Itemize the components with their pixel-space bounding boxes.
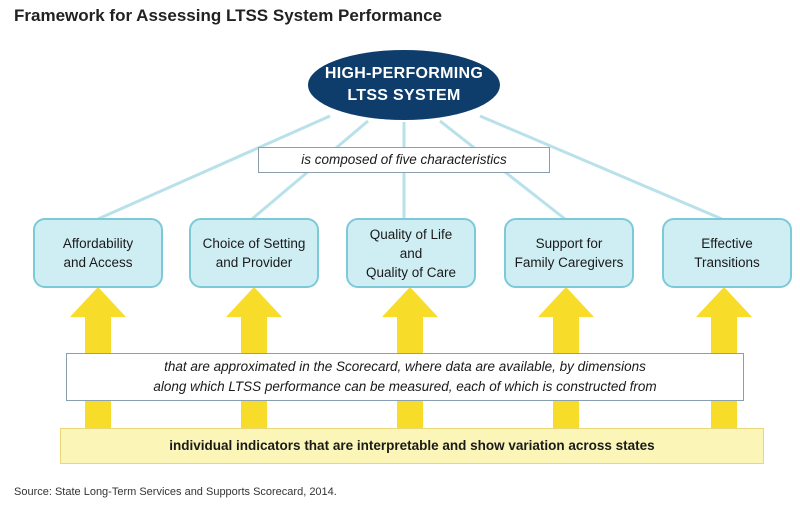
characteristic-quality-life-care: Quality of Life and Quality of Care (346, 218, 476, 288)
characteristic-support-family-caregivers: Support for Family Caregivers (504, 218, 634, 288)
top-node-line2: LTSS SYSTEM (347, 87, 461, 104)
source-note: Source: State Long-Term Services and Sup… (14, 486, 337, 498)
composed-of-label: is composed of five characteristics (258, 147, 550, 173)
card-line: and (399, 245, 423, 261)
characteristic-choice-setting-provider: Choice of Setting and Provider (189, 218, 319, 288)
card-line: Effective (701, 236, 753, 251)
characteristic-effective-transitions: Effective Transitions (662, 218, 792, 288)
connector-line (479, 114, 723, 221)
card-line: and Access (63, 255, 133, 270)
card-line: and Provider (215, 255, 293, 270)
approximated-line1: that are approximated in the Scorecard, … (164, 359, 646, 374)
card-line: Support for (535, 236, 603, 251)
individual-indicators-bar: individual indicators that are interpret… (60, 428, 764, 464)
characteristic-affordability-access: Affordability and Access (33, 218, 163, 288)
card-line: Quality of Care (365, 264, 457, 280)
connector-line (97, 114, 331, 221)
card-line: Affordability (62, 236, 134, 251)
high-performing-ltss-node: HIGH-PERFORMING LTSS SYSTEM (308, 50, 500, 120)
card-line: Quality of Life (369, 226, 453, 242)
card-line: Family Caregivers (514, 255, 624, 270)
card-line: Transitions (694, 255, 760, 270)
approximated-line2: along which LTSS performance can be meas… (153, 379, 657, 394)
diagram-title: Framework for Assessing LTSS System Perf… (14, 6, 442, 25)
card-line: Choice of Setting (202, 236, 306, 251)
top-node-line1: HIGH-PERFORMING (324, 65, 484, 82)
approximated-dimensions-box: that are approximated in the Scorecard, … (66, 353, 744, 401)
